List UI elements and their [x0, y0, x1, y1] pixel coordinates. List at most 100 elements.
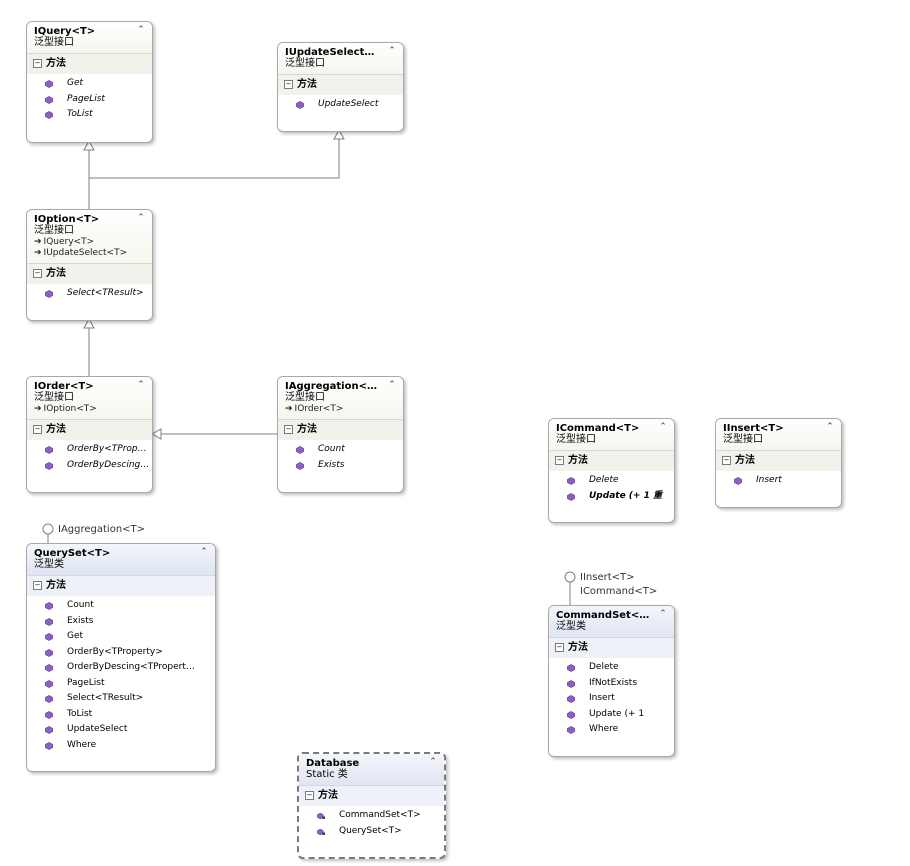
method-icon: [45, 111, 53, 119]
method-item[interactable]: Where: [549, 722, 674, 738]
collapse-icon[interactable]: ⌃: [429, 757, 437, 767]
iinsert-stereotype: 泛型接口: [723, 434, 763, 445]
iorder-box[interactable]: IOrder<T> 泛型接口 ➔IOption<T> ⌃ −方法 OrderBy…: [26, 376, 153, 493]
iupdateselect-stereotype: 泛型接口: [285, 58, 325, 69]
icommand-box[interactable]: ICommand<T> 泛型接口 ⌃ −方法 Delete Update (+ …: [548, 418, 675, 523]
methods-section-header[interactable]: −方法: [549, 637, 674, 658]
method-item[interactable]: Exists: [278, 458, 403, 474]
method-icon: [45, 664, 53, 672]
lollipop-circle-commandset: [564, 571, 576, 583]
method-item[interactable]: CommandSet<T>: [299, 808, 444, 824]
inheritance-arrowhead-iquery: [83, 139, 95, 151]
inherit-arrow-icon: ➔: [34, 248, 42, 258]
minus-icon[interactable]: −: [555, 642, 564, 652]
ioption-box[interactable]: IOption<T> 泛型接口 ➔IQuery<T> ➔IUpdateSelec…: [26, 209, 153, 321]
commandset-implements-label: ICommand<T>: [580, 586, 658, 597]
iquery-stereotype: 泛型接口: [34, 37, 74, 48]
minus-icon[interactable]: −: [284, 424, 293, 434]
methods-section-header[interactable]: −方法: [299, 785, 444, 806]
method-item[interactable]: ToList: [27, 107, 152, 123]
minus-icon[interactable]: −: [284, 79, 293, 89]
iorder-stereotype: 泛型接口: [34, 392, 74, 403]
members-list: Get PageList ToList: [27, 74, 152, 126]
minus-icon[interactable]: −: [33, 424, 42, 434]
method-item[interactable]: Get: [27, 76, 152, 92]
minus-icon[interactable]: −: [33, 58, 42, 68]
minus-icon[interactable]: −: [33, 580, 42, 590]
collapse-icon[interactable]: ⌃: [659, 609, 667, 619]
method-item[interactable]: QuerySet<T>: [299, 824, 444, 840]
iupdateselect-title: IUpdateSelect…: [285, 47, 375, 58]
methods-section-header[interactable]: −方法: [278, 74, 403, 95]
members-list: Count Exists: [278, 440, 403, 476]
members-list: Delete IfNotExists Insert Update (+ 1 Wh…: [549, 658, 674, 741]
methods-section-header[interactable]: −方法: [278, 419, 403, 440]
inherit-arrow-icon: ➔: [34, 404, 42, 414]
method-item[interactable]: PageList: [27, 92, 152, 108]
inheritance-arrowhead-ioption: [83, 317, 95, 329]
method-item[interactable]: OrderBy<TProp…: [27, 442, 152, 458]
database-box[interactable]: Database Static 类 ⌃ −方法 CommandSet<T> Qu…: [297, 752, 446, 859]
iupdateselect-box[interactable]: IUpdateSelect… 泛型接口 ⌃ −方法 UpdateSelect: [277, 42, 404, 132]
method-item[interactable]: Update (+ 1: [549, 707, 674, 723]
inheritance-arrowhead-iupdateselect: [333, 128, 345, 140]
method-icon: [567, 679, 575, 688]
method-icon: [45, 80, 53, 88]
collapse-icon[interactable]: ⌃: [388, 46, 396, 56]
method-item[interactable]: OrderByDescing…: [27, 458, 152, 474]
method-item[interactable]: Update (+ 1 重: [549, 489, 674, 505]
method-icon: [567, 664, 575, 672]
queryset-box[interactable]: QuerySet<T> 泛型类 ⌃ −方法 Count Exists Get O…: [26, 543, 216, 772]
method-item[interactable]: Where: [27, 738, 215, 754]
inheritance-arrowhead-iorder: [150, 428, 162, 440]
method-item[interactable]: UpdateSelect: [27, 722, 215, 738]
method-item[interactable]: PageList: [27, 676, 215, 692]
methods-section-header[interactable]: −方法: [27, 263, 152, 284]
method-item[interactable]: Delete: [549, 473, 674, 489]
method-item[interactable]: Insert: [716, 473, 841, 489]
minus-icon[interactable]: −: [33, 268, 42, 278]
method-item[interactable]: Select<TResult>: [27, 691, 215, 707]
collapse-icon[interactable]: ⌃: [137, 213, 145, 223]
collapse-icon[interactable]: ⌃: [388, 380, 396, 390]
methods-section-header[interactable]: −方法: [549, 450, 674, 471]
inherit-arrow-icon: ➔: [34, 237, 42, 247]
method-item[interactable]: OrderBy<TProperty>: [27, 645, 215, 661]
method-item[interactable]: UpdateSelect: [278, 97, 403, 113]
iinsert-box[interactable]: IInsert<T> 泛型接口 ⌃ −方法 Insert: [715, 418, 842, 508]
method-item[interactable]: Exists: [27, 614, 215, 630]
method-item[interactable]: Insert: [549, 691, 674, 707]
methods-section-header[interactable]: −方法: [716, 450, 841, 471]
iquery-box[interactable]: IQuery<T> 泛型接口 ⌃ −方法 Get PageList ToList: [26, 21, 153, 143]
method-icon: [45, 446, 53, 454]
method-item[interactable]: Count: [278, 442, 403, 458]
method-item[interactable]: Select<TResult>: [27, 286, 152, 302]
methods-section-header[interactable]: −方法: [27, 575, 215, 596]
method-item[interactable]: IfNotExists: [549, 676, 674, 692]
method-item[interactable]: ToList: [27, 707, 215, 723]
collapse-icon[interactable]: ⌃: [200, 547, 208, 557]
methods-section-header[interactable]: −方法: [27, 53, 152, 74]
minus-icon[interactable]: −: [555, 455, 564, 465]
method-item[interactable]: OrderByDescing<TPropert…: [27, 660, 215, 676]
iaggregation-box[interactable]: IAggregation<… 泛型接口 ➔IOrder<T> ⌃ −方法 Cou…: [277, 376, 404, 493]
method-icon: [45, 633, 53, 641]
methods-section-header[interactable]: −方法: [27, 419, 152, 440]
method-item[interactable]: Delete: [549, 660, 674, 676]
iquery-title: IQuery<T>: [34, 26, 96, 37]
minus-icon[interactable]: −: [722, 455, 731, 465]
queryset-implements-label: IAggregation<T>: [58, 524, 146, 535]
method-item[interactable]: Count: [27, 598, 215, 614]
method-item[interactable]: Get: [27, 629, 215, 645]
collapse-icon[interactable]: ⌃: [137, 25, 145, 35]
iaggregation-title: IAggregation<…: [285, 381, 377, 392]
collapse-icon[interactable]: ⌃: [826, 422, 834, 432]
collapse-icon[interactable]: ⌃: [659, 422, 667, 432]
minus-icon[interactable]: −: [305, 790, 314, 800]
method-icon: [45, 290, 53, 298]
commandset-box[interactable]: CommandSet<… 泛型类 ⌃ −方法 Delete IfNotExist…: [548, 605, 675, 757]
method-icon: [45, 679, 53, 688]
method-icon: [45, 617, 53, 626]
collapse-icon[interactable]: ⌃: [137, 380, 145, 390]
members-list: OrderBy<TProp… OrderByDescing…: [27, 440, 152, 476]
